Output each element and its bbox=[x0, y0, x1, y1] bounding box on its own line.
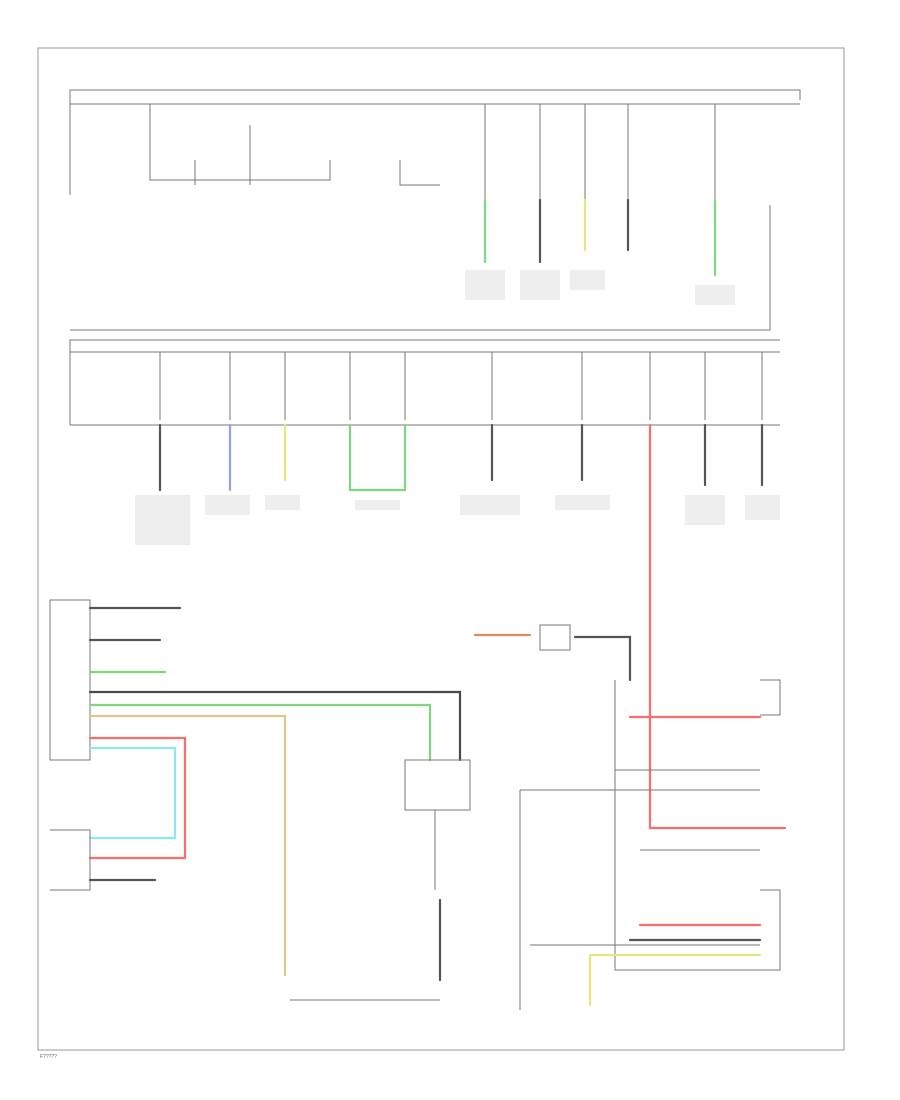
middle-fuse-box bbox=[69, 339, 780, 545]
brake-switch bbox=[290, 759, 471, 1001]
diagram-frame bbox=[37, 47, 845, 1051]
middle-wires bbox=[158, 423, 764, 492]
middle-text-blocks bbox=[135, 495, 780, 545]
left-module bbox=[49, 599, 462, 977]
top-text-blocks bbox=[465, 270, 735, 305]
footer-code: F????? bbox=[40, 1054, 57, 1060]
center-connector bbox=[473, 624, 760, 1010]
top-wires bbox=[483, 198, 717, 277]
right-module bbox=[530, 679, 781, 1007]
middle-fuse-drops bbox=[159, 352, 763, 420]
red-main-wire bbox=[648, 423, 787, 830]
top-fuse-box bbox=[69, 89, 801, 331]
top-fuse-drops bbox=[149, 104, 716, 200]
